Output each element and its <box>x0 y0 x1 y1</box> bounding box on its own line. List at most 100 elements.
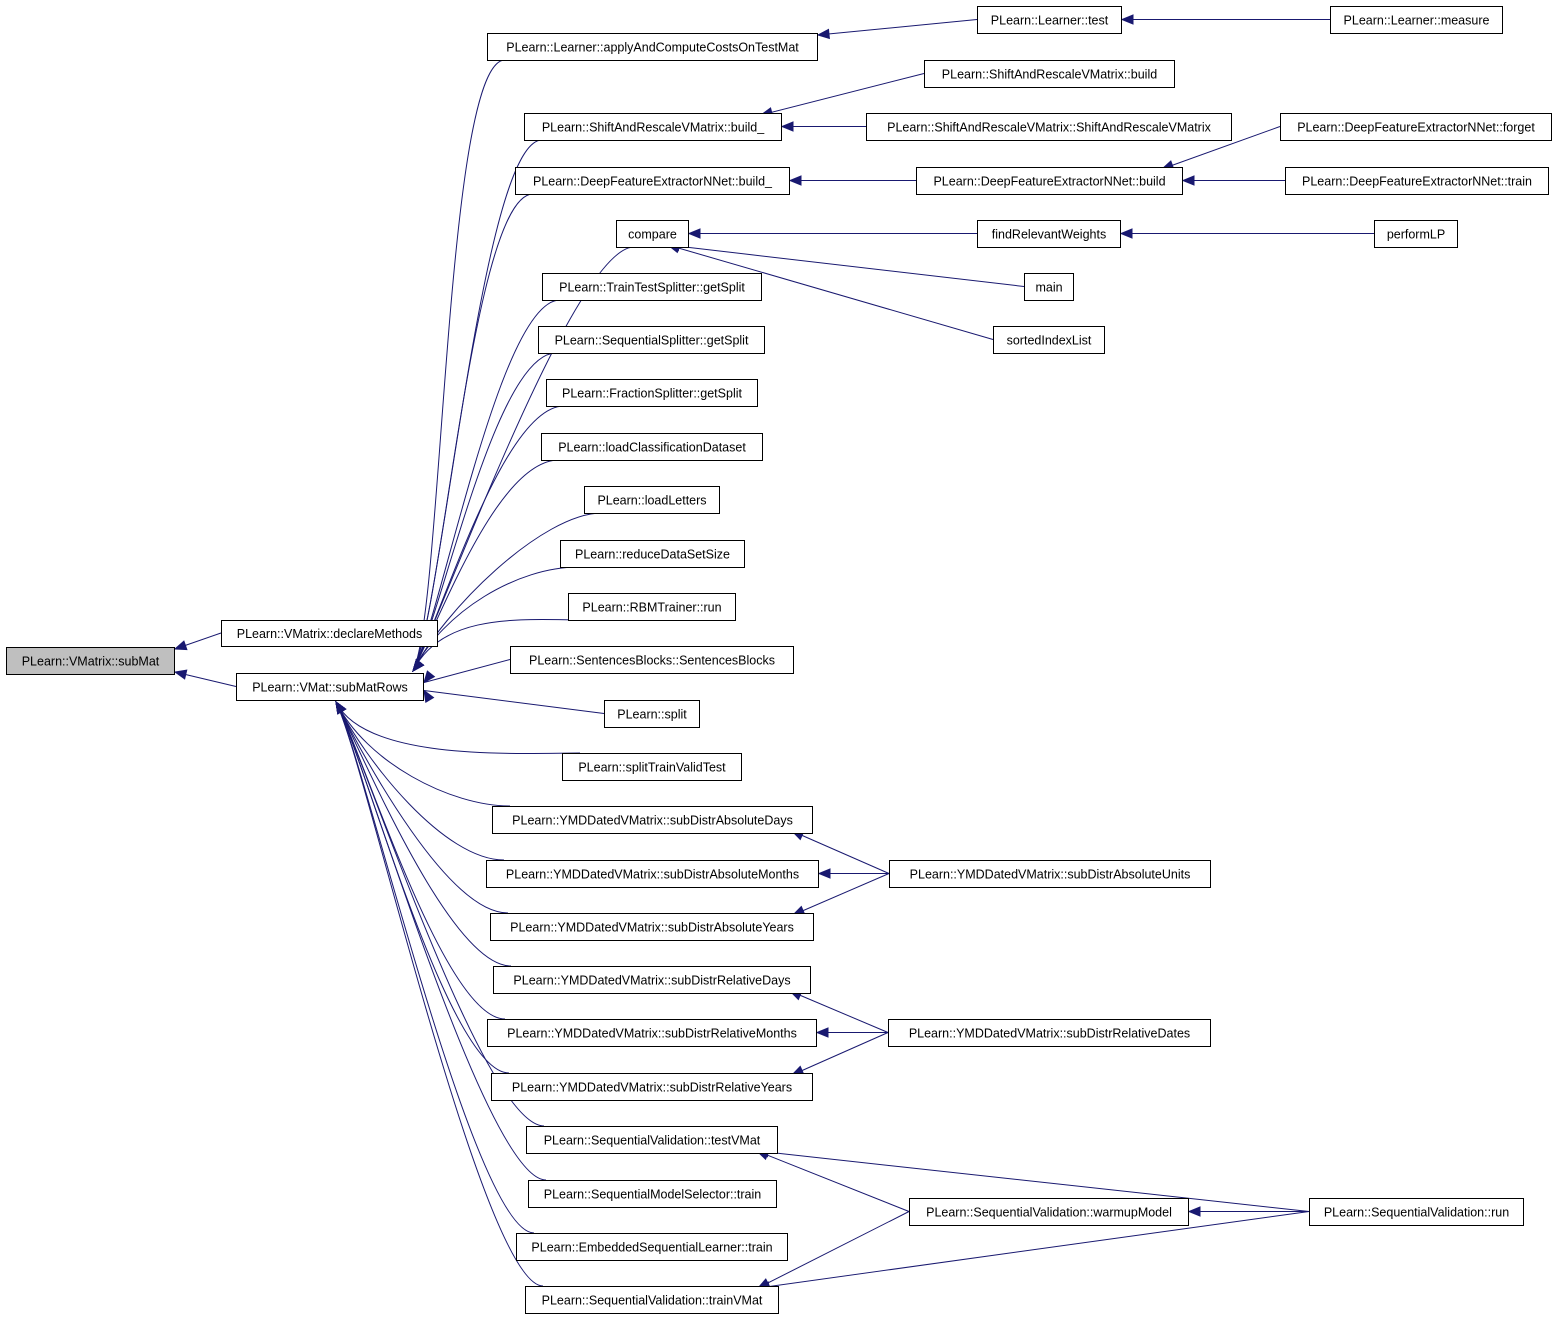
node-label: PLearn::YMDDatedVMatrix::subDistrAbsolut… <box>510 921 794 935</box>
node-absYears[interactable]: PLearn::YMDDatedVMatrix::subDistrAbsolut… <box>490 913 814 941</box>
node-sarCtor[interactable]: PLearn::ShiftAndRescaleVMatrix::ShiftAnd… <box>866 113 1232 141</box>
node-box <box>524 113 782 141</box>
edge-svRun-to-svTestVMat <box>756 1150 1310 1212</box>
node-label: PLearn::RBMTrainer::run <box>582 601 721 615</box>
node-dfeBuild[interactable]: PLearn::DeepFeatureExtractorNNet::build <box>916 167 1183 195</box>
node-rbmRun[interactable]: PLearn::RBMTrainer::run <box>568 593 736 621</box>
node-label: PLearn::YMDDatedVMatrix::subDistrAbsolut… <box>512 814 793 828</box>
node-box <box>977 220 1121 248</box>
node-eslTrain[interactable]: PLearn::EmbeddedSequentialLearner::train <box>516 1233 788 1261</box>
node-loadClass[interactable]: PLearn::loadClassificationDataset <box>541 433 763 461</box>
node-applyAndCompute[interactable]: PLearn::Learner::applyAndComputeCostsOnT… <box>487 33 818 61</box>
node-label: PLearn::SequentialValidation::run <box>1324 1206 1509 1220</box>
node-label: PLearn::SequentialValidation::warmupMode… <box>926 1206 1172 1220</box>
node-box <box>888 1019 1211 1047</box>
node-box <box>568 593 736 621</box>
edge-arrow <box>423 670 436 684</box>
node-box <box>1285 167 1549 195</box>
node-dfeTrain[interactable]: PLearn::DeepFeatureExtractorNNet::train <box>1285 167 1549 195</box>
node-dfeBuild_[interactable]: PLearn::DeepFeatureExtractorNNet::build_ <box>515 167 790 195</box>
node-box <box>490 913 814 941</box>
node-label: PLearn::loadLetters <box>597 494 706 508</box>
node-findRelevantWeights[interactable]: findRelevantWeights <box>977 220 1121 248</box>
node-dfeForget[interactable]: PLearn::DeepFeatureExtractorNNet::forget <box>1280 113 1552 141</box>
node-label: PLearn::YMDDatedVMatrix::subDistrRelativ… <box>909 1027 1190 1041</box>
node-label: PLearn::YMDDatedVMatrix::subDistrRelativ… <box>512 1081 792 1095</box>
edge-relDays-to-subMatRows <box>335 701 512 967</box>
node-splitTVT[interactable]: PLearn::splitTrainValidTest <box>562 753 742 781</box>
node-svRun[interactable]: PLearn::SequentialValidation::run <box>1309 1198 1524 1226</box>
edge-sarBuild-to-sarBuild_ <box>760 73 925 116</box>
node-box <box>542 273 762 301</box>
node-box <box>491 1073 813 1101</box>
node-compare[interactable]: compare <box>616 220 689 248</box>
edge-split-to-subMatRows <box>423 690 605 714</box>
node-relDays[interactable]: PLearn::YMDDatedVMatrix::subDistrRelativ… <box>493 966 811 994</box>
edge-arrow <box>1120 14 1134 25</box>
node-relMonths[interactable]: PLearn::YMDDatedVMatrix::subDistrRelativ… <box>487 1019 817 1047</box>
node-label: PLearn::SequentialValidation::testVMat <box>544 1134 761 1148</box>
node-loadLetters[interactable]: PLearn::loadLetters <box>584 486 720 514</box>
node-subMatRows[interactable]: PLearn::VMat::subMatRows <box>236 673 424 701</box>
node-split[interactable]: PLearn::split <box>604 700 700 728</box>
edge-arrow <box>780 121 794 132</box>
edge-sortedIndexList-to-compare <box>667 244 994 340</box>
node-box <box>486 860 819 888</box>
node-fracGetSplit[interactable]: PLearn::FractionSplitter::getSplit <box>546 379 758 407</box>
node-sarBuild_[interactable]: PLearn::ShiftAndRescaleVMatrix::build_ <box>524 113 782 141</box>
node-label: PLearn::VMatrix::declareMethods <box>237 627 423 641</box>
node-box <box>889 860 1211 888</box>
node-absDays[interactable]: PLearn::YMDDatedVMatrix::subDistrAbsolut… <box>492 806 813 834</box>
node-sortedIndexList[interactable]: sortedIndexList <box>993 326 1105 354</box>
node-label: PLearn::FractionSplitter::getSplit <box>562 387 742 401</box>
node-declareMethods[interactable]: PLearn::VMatrix::declareMethods <box>221 620 438 647</box>
node-label: PLearn::EmbeddedSequentialLearner::train <box>531 1241 772 1255</box>
node-box <box>909 1198 1189 1226</box>
edge-arrow <box>335 700 347 715</box>
node-svWarmup[interactable]: PLearn::SequentialValidation::warmupMode… <box>909 1198 1189 1226</box>
node-sentBlocks[interactable]: PLearn::SentencesBlocks::SentencesBlocks <box>510 646 794 674</box>
node-box <box>236 673 424 701</box>
node-box <box>525 1286 779 1314</box>
node-label: PLearn::ShiftAndRescaleVMatrix::build_ <box>542 121 765 135</box>
node-box <box>493 966 811 994</box>
node-label: PLearn::DeepFeatureExtractorNNet::build_ <box>533 175 773 189</box>
node-svTestVMat[interactable]: PLearn::SequentialValidation::testVMat <box>526 1126 778 1154</box>
node-relDates[interactable]: PLearn::YMDDatedVMatrix::subDistrRelativ… <box>888 1019 1211 1047</box>
node-relYears[interactable]: PLearn::YMDDatedVMatrix::subDistrRelativ… <box>491 1073 813 1101</box>
edge-absMonths-to-subMatRows <box>335 701 505 861</box>
node-label: performLP <box>1387 228 1445 242</box>
node-svTrainVMat[interactable]: PLearn::SequentialValidation::trainVMat <box>525 1286 779 1314</box>
node-performLP[interactable]: performLP <box>1374 220 1458 248</box>
node-absMonths[interactable]: PLearn::YMDDatedVMatrix::subDistrAbsolut… <box>486 860 819 888</box>
edge-arrow <box>173 669 188 680</box>
edge-absYears-to-subMatRows <box>335 701 509 914</box>
node-label: PLearn::ShiftAndRescaleVMatrix::ShiftAnd… <box>887 121 1212 135</box>
edge-splitTVT-to-subMatRows <box>335 701 581 754</box>
node-label: PLearn::YMDDatedVMatrix::subDistrAbsolut… <box>910 868 1191 882</box>
edge-relDates-to-relYears <box>791 1032 889 1076</box>
edge-absUnits-to-absYears <box>792 873 890 916</box>
node-reduceDS[interactable]: PLearn::reduceDataSetSize <box>560 540 745 568</box>
node-box <box>616 220 689 248</box>
node-box <box>1309 1198 1524 1226</box>
node-learnerMeasure[interactable]: PLearn::Learner::measure <box>1330 6 1503 34</box>
node-absUnits[interactable]: PLearn::YMDDatedVMatrix::subDistrAbsolut… <box>889 860 1211 888</box>
node-learnerTest[interactable]: PLearn::Learner::test <box>977 6 1122 34</box>
node-box <box>1024 273 1074 301</box>
edge-arrow <box>815 1027 829 1038</box>
node-label: PLearn::SequentialValidation::trainVMat <box>542 1294 763 1308</box>
node-subMat[interactable]: PLearn::VMatrix::subMat <box>6 647 175 675</box>
node-main[interactable]: main <box>1024 273 1074 301</box>
node-box <box>866 113 1232 141</box>
node-label: PLearn::DeepFeatureExtractorNNet::forget <box>1297 121 1535 135</box>
node-ttsGetSplit[interactable]: PLearn::TrainTestSplitter::getSplit <box>542 273 762 301</box>
node-box <box>528 1180 777 1208</box>
edge-learnerTest-to-applyAndCompute <box>817 19 978 36</box>
node-sarBuild[interactable]: PLearn::ShiftAndRescaleVMatrix::build <box>924 60 1175 88</box>
node-seqGetSplit[interactable]: PLearn::SequentialSplitter::getSplit <box>538 326 765 354</box>
node-smsTrain[interactable]: PLearn::SequentialModelSelector::train <box>528 1180 777 1208</box>
node-box <box>541 433 763 461</box>
edge-arrow <box>788 175 802 186</box>
